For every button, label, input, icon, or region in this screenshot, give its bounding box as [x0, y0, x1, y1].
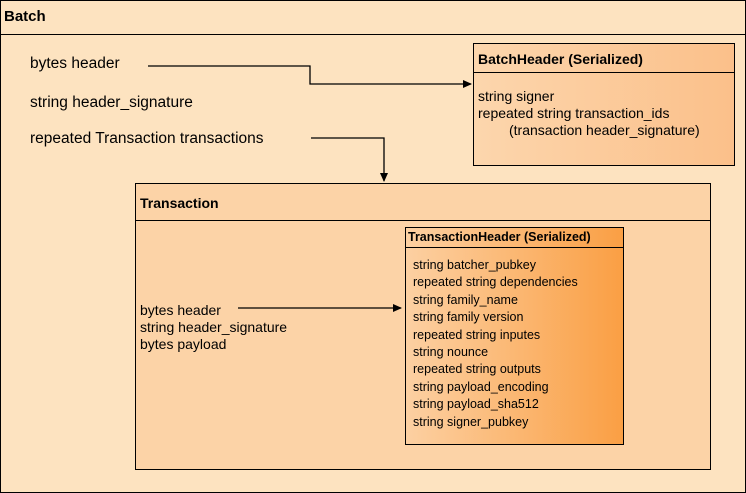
th-field-batcher-pubkey: string batcher_pubkey: [413, 258, 536, 272]
transaction-field-header-signature: string header_signature: [140, 319, 288, 335]
transaction-title: Transaction: [140, 195, 219, 211]
batch-title: Batch: [4, 8, 46, 25]
batch-header-fields: string signer repeated string transactio…: [478, 88, 700, 139]
batch-header-field-transaction-ids: repeated string transaction_ids: [478, 105, 670, 121]
transaction-field-payload: bytes payload: [140, 336, 227, 352]
transaction-header-fields: string batcher_pubkey repeated string de…: [413, 257, 578, 431]
batch-header-title: BatchHeader (Serialized): [478, 51, 643, 67]
batch-header-title-bar: BatchHeader (Serialized): [474, 44, 734, 73]
th-field-nounce: string nounce: [413, 345, 489, 360]
transaction-header-title: TransactionHeader (Serialized): [408, 230, 591, 244]
th-field-inputes: repeated string inputes: [413, 327, 541, 342]
transaction-header-title-bar: TransactionHeader (Serialized): [406, 228, 623, 248]
transaction-field-header: bytes header: [140, 302, 221, 318]
th-field-payload-encoding: string payload_encoding: [413, 379, 549, 394]
transaction-header-box: TransactionHeader (Serialized) string ba…: [405, 227, 624, 445]
th-field-signer-pubkey: string signer_pubkey: [413, 414, 529, 429]
th-field-outputs: repeated string outputs: [413, 362, 541, 377]
batch-header-field-note: (transaction header_signature): [509, 122, 700, 138]
batch-title-bar: Batch: [1, 1, 745, 35]
transaction-fields: bytes header string header_signature byt…: [140, 302, 287, 353]
batch-field-transactions: repeated Transaction transactions: [30, 130, 264, 147]
transaction-title-bar: Transaction: [136, 184, 710, 221]
batch-field-header-signature: string header_signature: [30, 94, 193, 111]
th-field-family-name: string family_name: [413, 292, 518, 307]
th-field-dependencies: repeated string dependencies: [413, 275, 578, 290]
batch-header-box: BatchHeader (Serialized) string signer r…: [473, 43, 735, 166]
batch-field-header: bytes header: [30, 55, 120, 72]
th-field-family-version: string family version: [413, 310, 524, 325]
th-field-payload-sha512: string payload_sha512: [413, 397, 539, 412]
batch-header-field-signer: string signer: [478, 88, 555, 104]
